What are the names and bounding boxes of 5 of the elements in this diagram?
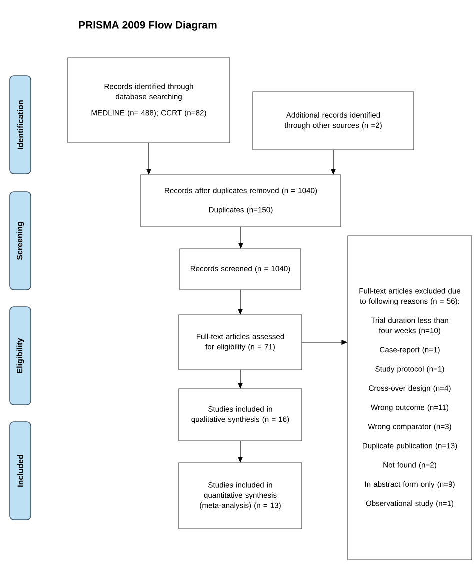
stage-band: Included: [10, 422, 32, 520]
stage-band: Screening: [10, 192, 32, 290]
title: PRISMA 2009 Flow Diagram: [79, 21, 217, 31]
stage-band: Identification: [10, 76, 32, 174]
stage-band: Eligibility: [10, 306, 32, 406]
